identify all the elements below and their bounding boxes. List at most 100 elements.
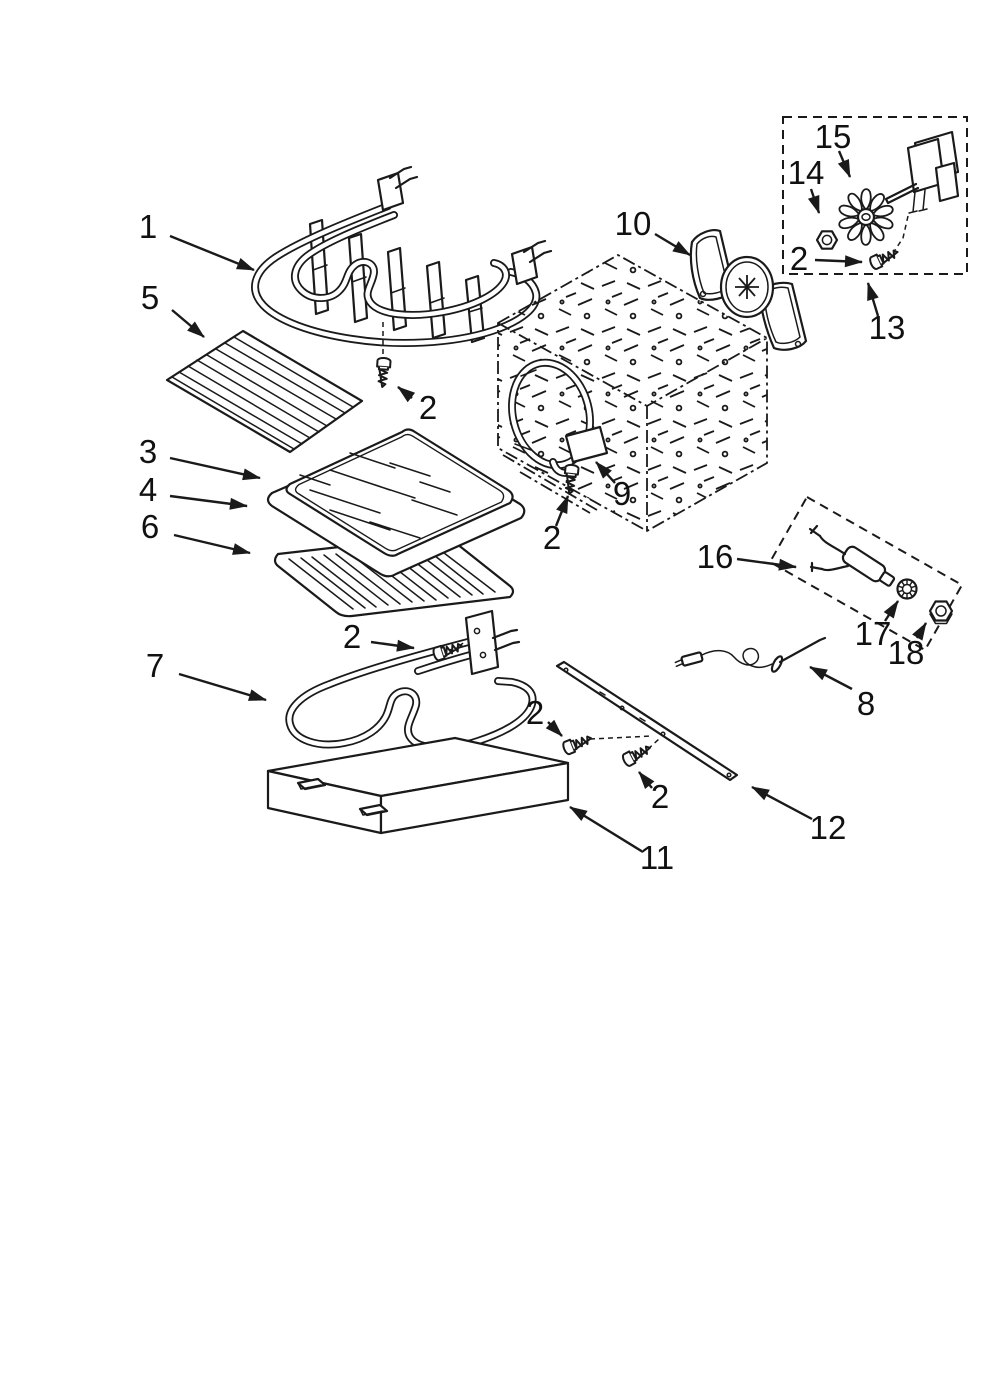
leader-arrow — [173, 533, 251, 555]
motor-wire — [894, 215, 909, 251]
leader-arrow — [169, 494, 248, 510]
cavity-right-face — [647, 338, 767, 531]
callout-5-heat-shield: 5 — [141, 279, 205, 338]
callout-11-oven-bottom: 11 — [569, 805, 674, 876]
part-number-label: 1 — [139, 208, 157, 245]
leader-arrow — [807, 188, 821, 214]
bake-element — [285, 609, 537, 752]
part-number-label: 7 — [146, 647, 164, 684]
element-support-plate — [347, 232, 369, 324]
convection-motor-kit-box — [782, 116, 968, 275]
leader-arrow — [397, 386, 416, 403]
probe-disc — [770, 655, 784, 673]
element-support-plate — [425, 260, 447, 340]
element-terminal-plate — [510, 245, 539, 286]
callout-2-screw-broil: 2 — [397, 386, 437, 426]
part-number-label: 9 — [613, 475, 631, 512]
element-terminal-pins — [522, 239, 553, 264]
leader-arrow — [169, 234, 255, 272]
lock-washer — [896, 578, 918, 600]
callout-6-oven-rack: 6 — [141, 508, 251, 555]
callout-16-sensor: 16 — [697, 538, 797, 575]
part-number-label: 4 — [139, 471, 157, 508]
leader-arrow — [654, 232, 691, 257]
part-number-label: 12 — [810, 809, 847, 846]
callout-13-motor: 13 — [866, 282, 905, 346]
element-terminal-pins — [388, 165, 419, 190]
oven-bottom-front-face — [379, 761, 570, 835]
leader-arrow — [569, 805, 644, 854]
oven-sensor — [808, 524, 896, 587]
motor-shaft — [884, 182, 920, 205]
part-number-label: 18 — [888, 634, 925, 671]
callout-2-screw-strip-left: 2 — [526, 694, 563, 737]
strip-outline — [555, 660, 739, 782]
broil-element — [251, 165, 553, 356]
element-support-plate — [464, 274, 486, 344]
broil-pan-insert — [285, 428, 514, 557]
bake-element-pins — [491, 628, 521, 652]
heat-shield — [165, 329, 364, 454]
leader-arrow — [595, 461, 616, 484]
probe-plug — [680, 651, 704, 667]
part-number-label: 2 — [526, 694, 544, 731]
motor-mount-legs — [908, 189, 928, 214]
oven-cavity-phantom — [497, 253, 768, 533]
part-number-label: 2 — [419, 389, 437, 426]
callout-10-fan-cover: 10 — [615, 205, 691, 257]
part-number-label: 5 — [141, 279, 159, 316]
leader-arrow — [814, 255, 863, 268]
leader-arrow — [837, 150, 852, 178]
bake-element-bracket — [464, 609, 500, 676]
callout-15-fan-blade: 15 — [815, 118, 852, 178]
sensor-terminals — [808, 524, 824, 573]
leader-arrow — [178, 672, 267, 702]
sensor-wires — [818, 534, 850, 572]
part-number-label: 6 — [141, 508, 159, 545]
callouts: 1 2 5 3 4 6 7 2 — [139, 118, 928, 876]
part-number-label: 14 — [788, 154, 825, 191]
oven-bottom-tab — [358, 803, 389, 817]
cavity-left-face — [498, 323, 647, 531]
callout-8-probe: 8 — [809, 665, 875, 722]
dashed-enclosure — [782, 116, 968, 275]
hex-nut — [815, 230, 839, 250]
callout-3-pan-insert: 3 — [139, 433, 261, 481]
callout-2-screw-strip-right: 2 — [638, 771, 669, 815]
leader-arrow — [370, 639, 415, 652]
convection-motor — [884, 130, 960, 251]
cavity-top-face — [498, 255, 767, 406]
oven-sensor-kit-box — [768, 495, 964, 652]
oven-bottom-tab — [296, 777, 327, 791]
part-number-label: 2 — [343, 618, 361, 655]
part-number-label: 16 — [697, 538, 734, 575]
leader-arrow — [809, 665, 853, 691]
fan-cover — [689, 229, 808, 351]
ring-tab-plate — [564, 425, 609, 464]
part-number-label: 3 — [139, 433, 157, 470]
shield-outline — [165, 329, 364, 454]
part-number-label: 11 — [640, 839, 674, 876]
screw — [620, 741, 655, 769]
oven-bottom — [266, 736, 570, 835]
callout-7-bake-element: 7 — [146, 647, 267, 702]
screw — [374, 356, 392, 389]
dashed-enclosure — [768, 495, 964, 652]
callout-9-ring: 9 — [595, 461, 631, 512]
probe-cable — [701, 647, 773, 668]
leader-arrow — [736, 557, 797, 571]
callout-1-broil-element: 1 — [139, 208, 255, 272]
leader-arrow — [169, 456, 261, 481]
leader-arrow — [912, 622, 928, 641]
element-terminal-plate — [376, 171, 405, 212]
part-number-label: 2 — [790, 240, 808, 277]
fan-blade — [837, 188, 895, 246]
fan-cover-vent-star — [735, 275, 759, 299]
leader-arrow — [866, 282, 880, 317]
leader-arrow — [171, 309, 205, 338]
part-number-label: 2 — [651, 778, 669, 815]
part-number-label: 10 — [615, 205, 652, 242]
leader-arrow — [545, 719, 563, 737]
